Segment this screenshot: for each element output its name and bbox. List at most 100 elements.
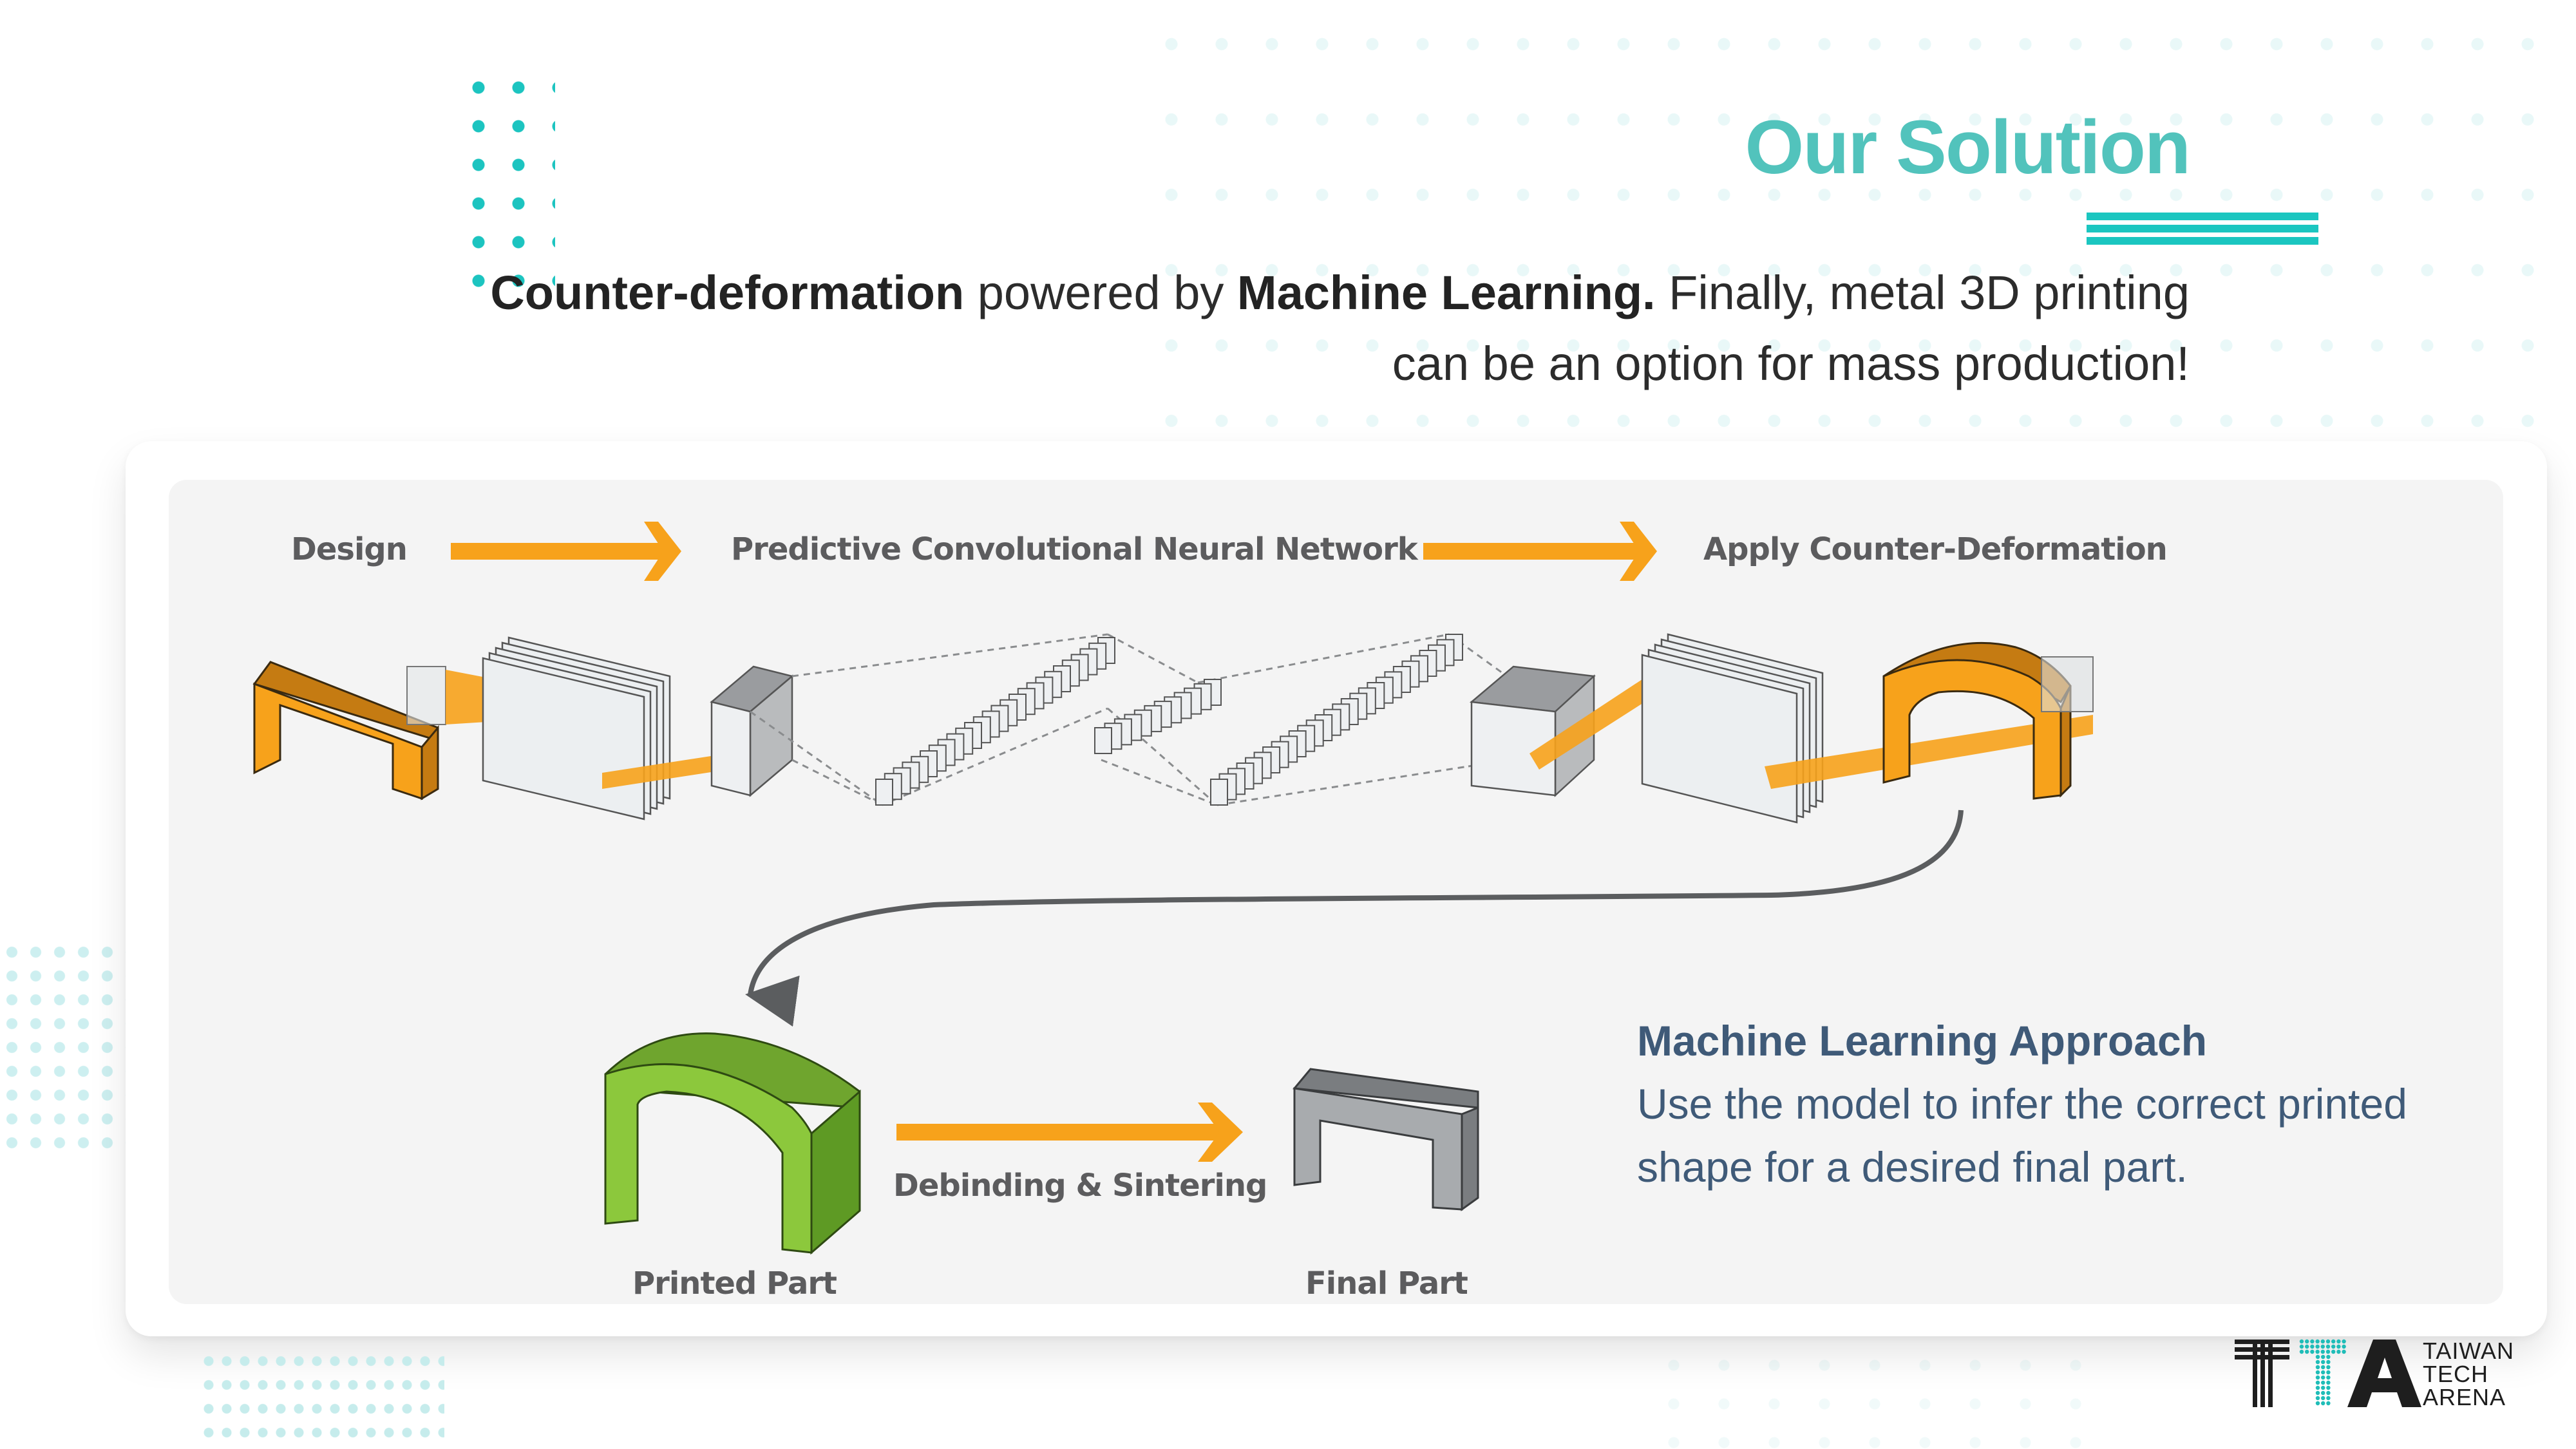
- stage-label-printed-part: Printed Part: [632, 1265, 837, 1302]
- logo-dot: [2305, 1349, 2309, 1354]
- logo-dot: [2321, 1385, 2325, 1390]
- logo-dot: [2336, 1344, 2341, 1349]
- kernel-window-icon: [2041, 656, 2094, 712]
- receptive-field-beam-3: [1765, 715, 2093, 789]
- subtitle-text-2: Finally, metal 3D printing can be an opt…: [1392, 266, 2190, 390]
- logo-dot: [2326, 1380, 2331, 1385]
- background-dot-pattern-top: [1146, 6, 2563, 438]
- printed-part-icon: [604, 1032, 861, 1255]
- logo-dot: [2320, 1349, 2325, 1354]
- title-underline-bars: [2087, 213, 2318, 245]
- logo-dot: [2320, 1339, 2325, 1344]
- stage-label-design: Design: [291, 531, 408, 567]
- logo-dot: [2325, 1349, 2331, 1354]
- logo-line-1: TAIWAN: [2423, 1338, 2514, 1364]
- feature-map-stack-icon: [1641, 633, 1824, 824]
- logo-dot: [2315, 1354, 2320, 1359]
- logo-dot: [2315, 1385, 2320, 1390]
- layer-unit: [1094, 727, 1112, 754]
- underline-bar: [2087, 213, 2318, 220]
- subtitle-text-1: powered by: [964, 266, 1237, 319]
- logo-dot: [2299, 1349, 2304, 1354]
- counter-deformed-part-icon: [1882, 641, 2072, 800]
- logo-dot: [2315, 1349, 2320, 1354]
- logo-dot: [2321, 1390, 2325, 1396]
- logo-dot: [2310, 1339, 2315, 1344]
- background-dot-pattern-bottom-right: [1649, 1346, 2099, 1449]
- subtitle-bold-2: Machine Learning.: [1236, 266, 1656, 319]
- logo-dot: [2321, 1365, 2325, 1370]
- logo-dot: [2305, 1339, 2309, 1344]
- layer-unit: [875, 779, 893, 806]
- logo-dot: [2315, 1401, 2320, 1406]
- arrow-design-to-cnn-icon: [451, 522, 681, 581]
- logo-dot: [2321, 1375, 2325, 1380]
- logo-dot: [2326, 1401, 2331, 1406]
- pooled-block-icon: [710, 665, 794, 797]
- feedback-arrow-icon: [745, 810, 1964, 1027]
- stage-label-apply: Apply Counter-Deformation: [1703, 531, 2168, 567]
- logo-dot: [2326, 1385, 2331, 1390]
- underline-bar: [2087, 237, 2318, 245]
- logo-dot: [2299, 1344, 2304, 1349]
- logo-dot: [2299, 1339, 2304, 1344]
- logo-dot: [2315, 1370, 2320, 1375]
- logo-line-2: TECH: [2423, 1361, 2488, 1387]
- subtitle-bold-1: Counter-deformation: [490, 266, 965, 319]
- callout-heading: Machine Learning Approach: [1637, 1017, 2208, 1065]
- logo-dot: [2320, 1344, 2325, 1349]
- final-part-icon: [1293, 1068, 1479, 1211]
- logo-dot: [2326, 1375, 2331, 1380]
- logo-wordmark: TAIWAN TECH ARENA: [2423, 1340, 2514, 1409]
- logo-dot: [2325, 1339, 2331, 1344]
- logo-dot: [2331, 1344, 2336, 1349]
- logo-dot: [2321, 1396, 2325, 1401]
- arrow-cnn-to-apply-icon: [1423, 522, 1657, 581]
- logo-dot: [2331, 1339, 2336, 1344]
- logo-dot: [2326, 1365, 2331, 1370]
- logo-dot: [2336, 1339, 2341, 1344]
- feature-map-stack-icon: [482, 636, 671, 820]
- logo-dot: [2326, 1390, 2331, 1396]
- logo-dot: [2336, 1349, 2341, 1354]
- logo-dot: [2321, 1359, 2325, 1365]
- logo-dot: [2321, 1401, 2325, 1406]
- logo-t-dots-icon: [2299, 1339, 2346, 1406]
- stage-label-final-part: Final Part: [1305, 1265, 1468, 1302]
- logo-dot: [2315, 1396, 2320, 1401]
- design-part-icon: [252, 661, 496, 800]
- diagram-panel: [169, 480, 2503, 1304]
- logo-dot: [2315, 1375, 2320, 1380]
- logo-dot: [2315, 1390, 2320, 1396]
- logo-dot: [2315, 1344, 2320, 1349]
- logo-dot: [2326, 1359, 2331, 1365]
- receptive-field-beam-2: [1530, 673, 1665, 770]
- underline-bar: [2087, 225, 2318, 232]
- logo-dot: [2326, 1370, 2331, 1375]
- logo-dot: [2326, 1354, 2331, 1359]
- logo-dot: [2310, 1344, 2315, 1349]
- callout-body: Use the model to infer the correct print…: [1637, 1080, 2407, 1191]
- logo-dot: [2342, 1344, 2346, 1349]
- stage-label-process: Debinding & Sintering: [893, 1168, 1267, 1204]
- logo-dot: [2342, 1339, 2346, 1344]
- logo-t-lines-icon: [2235, 1340, 2289, 1407]
- background-dot-pattern-left: [0, 940, 126, 1159]
- logo-dot: [2326, 1396, 2331, 1401]
- logo-dot: [2321, 1354, 2325, 1359]
- layer-unit: [1210, 779, 1228, 806]
- logo-dot: [2321, 1380, 2325, 1385]
- logo-dot: [2315, 1380, 2320, 1385]
- logo-line-3: ARENA: [2423, 1384, 2506, 1410]
- slide-title: Our Solution: [1745, 105, 2191, 190]
- logo-dot: [2342, 1349, 2346, 1354]
- arrow-sintering-icon: [896, 1103, 1243, 1162]
- logo-dot: [2315, 1339, 2320, 1344]
- logo-dot: [2315, 1359, 2320, 1365]
- dense-layer-stack-icon: [1094, 679, 1222, 754]
- slide-subtitle: Counter-deformation powered by Machine L…: [451, 258, 2190, 399]
- network-dashed-connectors: [750, 633, 1508, 806]
- stage-label-cnn: Predictive Convolutional Neural Network: [731, 531, 1418, 567]
- logo-dot: [2310, 1349, 2315, 1354]
